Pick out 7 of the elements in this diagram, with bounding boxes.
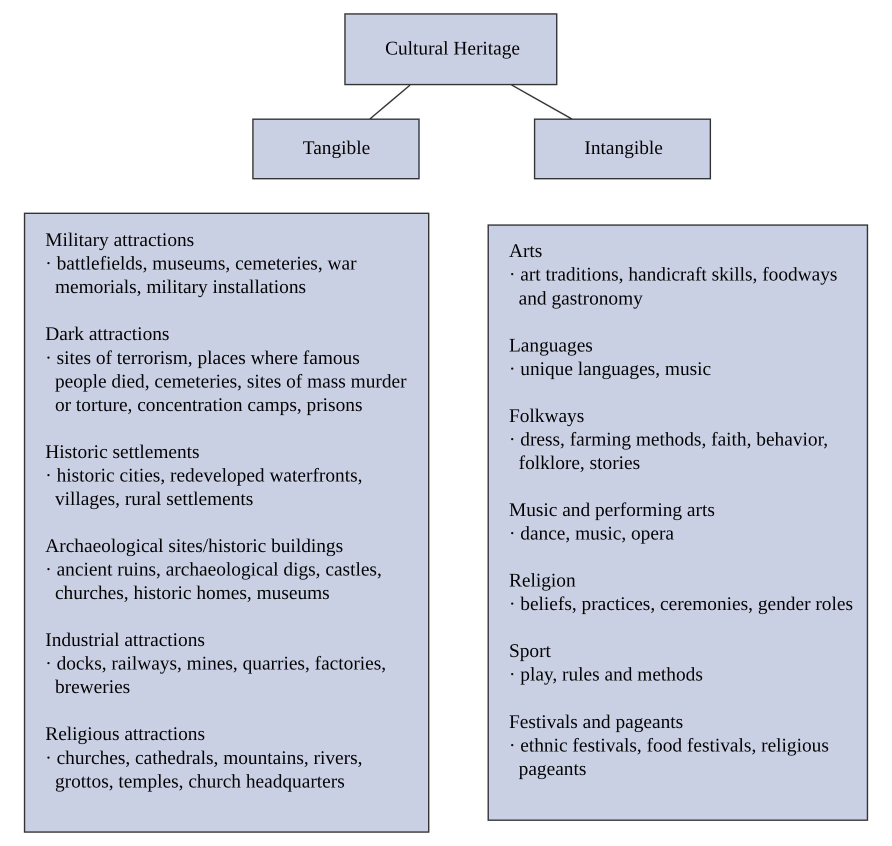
- connector: [369, 84, 410, 120]
- node-box: Cultural Heritage: [344, 13, 558, 86]
- node-box: Arts · art traditions, handicraft skills, foodways and gastronomy Languages · unique languages, music Folkways · dress, farming methods, faith, behavior, folklore, stories Music and performing arts · dance, music, opera Religion · beliefs, practices, ceremonies, gender roles Sport · play, rules and methods Festivals and pageants · ethnic festivals, food festivals, religious pageants: [488, 224, 868, 821]
- node-box: Intangible: [534, 118, 712, 180]
- node-box: Military attractions · battlefields, museums, cemeteries, war memorials, military installations Dark attractions · sites of terrorism, places where famous people died, cemeteries, sites of mass murder or torture, concentration camps, prisons Historic settlements · historic cities, redeveloped waterfronts, villages, rural settlements Archaeological sites/historic buildings · ancient ruins, archaeological digs, castles, churches, historic homes, museums Industrial attractions · docks, railways, mines, quarries, factories, breweries Religious attractions · churches, cathedrals, mountains, rivers, grottos, temples, church headquarters: [24, 212, 430, 833]
- node-box: Tangible: [252, 118, 420, 180]
- connector: [511, 84, 572, 120]
